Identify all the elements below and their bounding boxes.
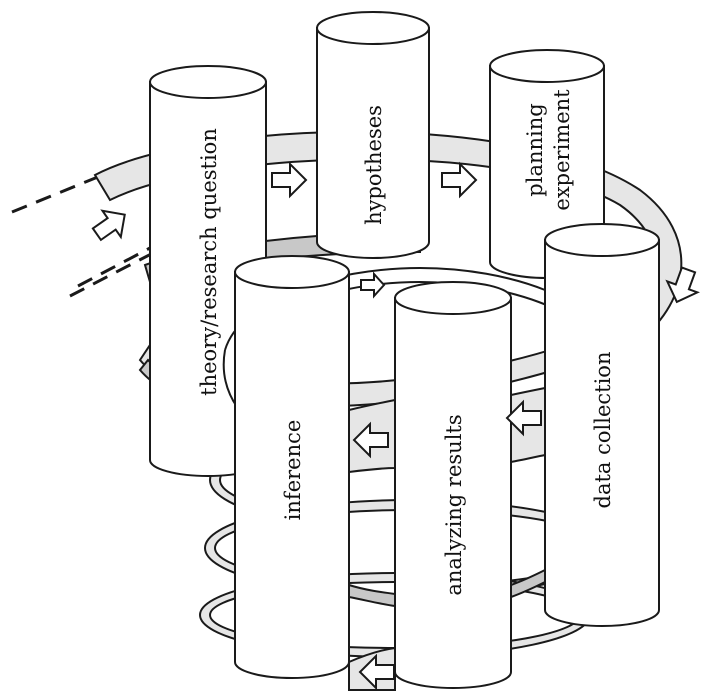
cylinder-hypotheses <box>316 11 430 259</box>
arrow-analyzing-to-inference-icon <box>352 421 389 459</box>
arrow-hypotheses-to-planning-icon <box>441 161 478 199</box>
label-analyzing: analyzing results <box>442 414 466 595</box>
label-theory: theory/research question <box>197 128 221 396</box>
cylinder-inference <box>234 255 350 679</box>
label-planning-line1: planning <box>523 103 547 196</box>
cylinder-data-collection <box>544 223 660 627</box>
arrow-theory-to-hypotheses-icon <box>271 161 308 199</box>
incoming-path <box>11 170 156 298</box>
arrow-continue-icon <box>358 653 395 691</box>
label-hypotheses: hypotheses <box>362 105 386 225</box>
label-data-collection: data collection <box>591 352 615 509</box>
arrow-planning-to-data-icon <box>665 266 700 304</box>
label-inference: inference <box>281 420 305 521</box>
label-planning-line2: experiment <box>550 89 574 211</box>
cylinder-analyzing <box>394 281 512 689</box>
arrow-incoming-icon <box>91 209 126 242</box>
arrow-inference-to-theory-icon <box>360 271 386 299</box>
arrow-data-to-analyzing-icon <box>505 399 542 437</box>
stage-labels: theory/research question hypotheses plan… <box>197 89 615 596</box>
flow-arrows <box>91 161 700 691</box>
